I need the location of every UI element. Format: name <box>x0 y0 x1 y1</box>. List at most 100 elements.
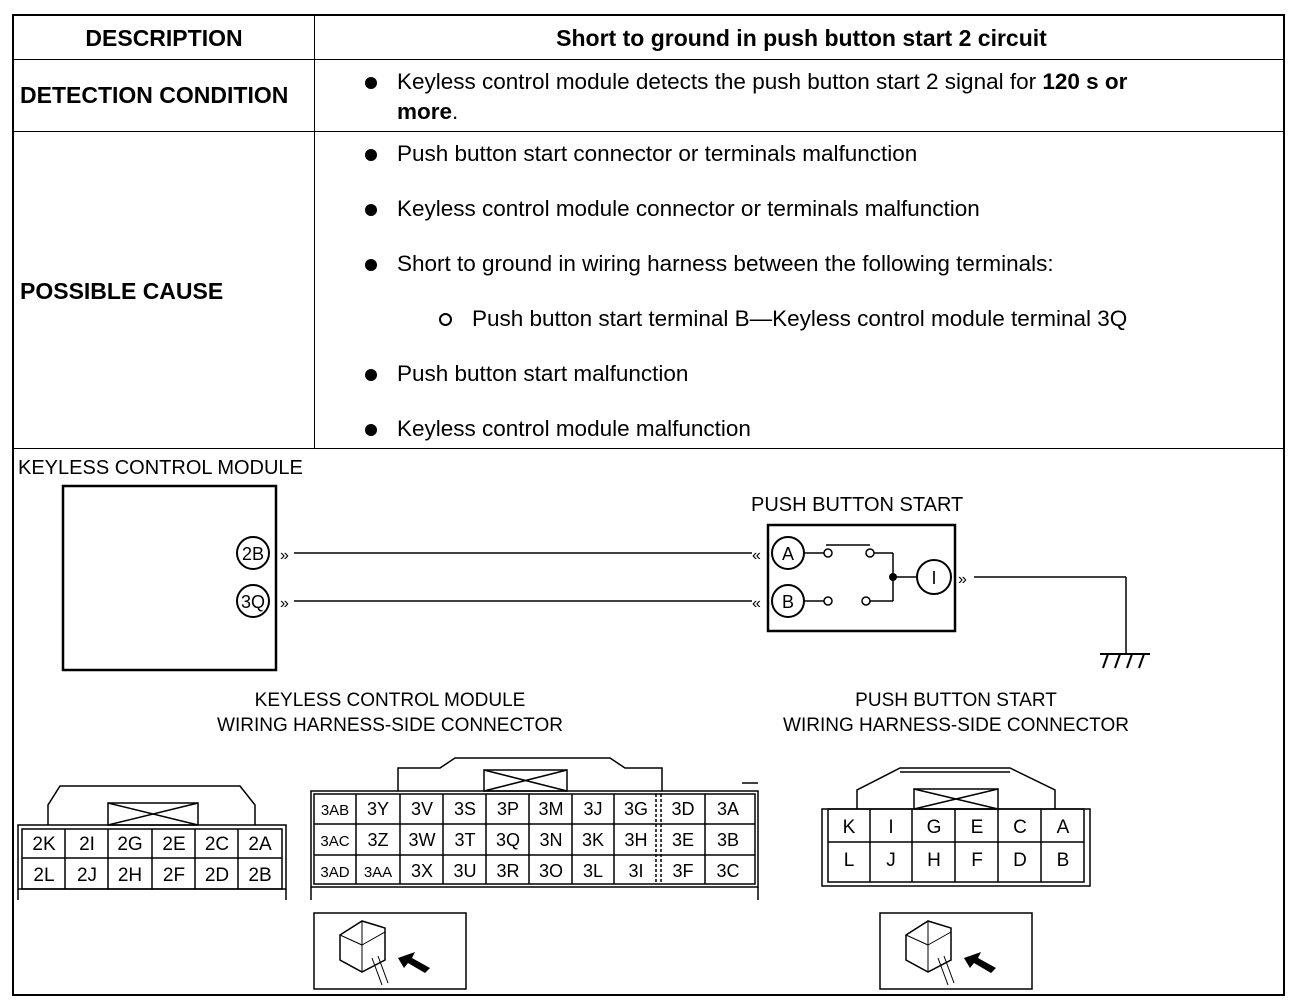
cause-item: Keyless control module connector or term… <box>397 196 980 221</box>
connector-pin-label: 2G <box>117 834 142 855</box>
detection-text: Keyless control module detects the push … <box>397 69 1043 94</box>
bullet-icon <box>365 204 377 216</box>
connector-pin-label: 3K <box>582 830 604 850</box>
connector-pin-label: G <box>927 817 942 838</box>
connector-pin-label: 2J <box>77 865 97 886</box>
connector-pin-label: 3C <box>716 861 739 881</box>
connector-pin-label: 2E <box>162 834 185 855</box>
pbs-title: PUSH BUTTON START <box>751 494 963 516</box>
kcm-connector-title: KEYLESS CONTROL MODULE <box>255 690 526 711</box>
bullet-icon <box>365 77 377 89</box>
cause-item: Push button start malfunction <box>397 361 689 386</box>
pbs-terminal-b-label: B <box>782 592 794 612</box>
kcm-connector-3-outline <box>310 757 759 900</box>
row-divider-1 <box>14 59 1285 60</box>
bullet-icon <box>365 149 377 161</box>
connector-pin-label: F <box>971 850 983 871</box>
connector-pin-label: 3I <box>628 861 643 881</box>
detection-condition-text: Keyless control module detects the push … <box>397 67 1257 127</box>
connector-chevron-icon: » <box>280 547 289 564</box>
connector-pin-label: A <box>1057 817 1070 838</box>
kcm-title: KEYLESS CONTROL MODULE <box>18 457 303 479</box>
connector-pin-label: 2H <box>118 865 142 886</box>
connector-pin-label: I <box>888 817 893 838</box>
connector-pin-label: 3E <box>672 830 694 850</box>
connector-chevron-icon: » <box>280 595 289 612</box>
dtc-sheet: DESCRIPTION Short to ground in push butt… <box>12 14 1285 996</box>
connector-pin-label: 2L <box>33 865 54 886</box>
connector-pin-label: 3AB <box>321 802 349 819</box>
cause-item: Short to ground in wiring harness betwee… <box>397 251 1054 276</box>
kcm-terminal-2b <box>236 536 270 570</box>
kcm-terminal-3q-label: 3Q <box>241 592 265 612</box>
kcm-connector-subtitle: WIRING HARNESS-SIDE CONNECTOR <box>217 715 563 736</box>
connector-pin-label: 3X <box>411 861 433 881</box>
kcm-box <box>61 484 278 672</box>
pbs-terminal-i-label: I <box>931 568 936 588</box>
connector-pin-label: 3H <box>624 830 647 850</box>
detection-period: . <box>452 99 459 124</box>
bullet-icon <box>365 369 377 381</box>
pbs-box <box>766 523 957 633</box>
kcm-connector-2-outline <box>17 785 287 900</box>
description-value: Short to ground in push button start 2 c… <box>556 24 1047 51</box>
connector-pin-label: 3G <box>624 799 648 819</box>
connector-pin-label: 3L <box>583 861 603 881</box>
ground-icon <box>1100 653 1150 669</box>
connector-pin-label: 3AD <box>320 864 349 881</box>
sub-bullet-icon <box>439 313 452 326</box>
connector-pin-label: 2C <box>205 834 229 855</box>
connector-chevron-icon: » <box>958 571 967 588</box>
connector-pin-label: 3P <box>497 799 519 819</box>
bullet-icon <box>365 424 377 436</box>
row-divider-2 <box>14 131 1285 132</box>
harness-connector-icon <box>313 912 467 990</box>
pbs-terminal-i <box>916 559 952 595</box>
connector-pin-label: 3W <box>409 830 436 850</box>
connector-pin-label: H <box>927 850 941 871</box>
connector-pin-label: J <box>886 850 896 871</box>
connector-pin-label: 2I <box>79 834 95 855</box>
connector-pin-label: 3N <box>539 830 562 850</box>
connector-pin-label: 3Z <box>367 830 388 850</box>
cause-item: Keyless control module malfunction <box>397 416 751 441</box>
pbs-connector-subtitle: WIRING HARNESS-SIDE CONNECTOR <box>783 715 1129 736</box>
connector-pin-label: B <box>1057 850 1070 871</box>
connector-pin-label: 2A <box>248 834 272 855</box>
connector-pin-label: 3U <box>453 861 476 881</box>
connector-pin-label: 3B <box>717 830 739 850</box>
row-divider-3 <box>14 448 1285 449</box>
connector-chevron-icon: « <box>752 595 761 612</box>
harness-connector-icon <box>879 912 1033 990</box>
possible-cause-label: POSSIBLE CAUSE <box>20 278 224 304</box>
connector-pin-label: 3R <box>496 861 519 881</box>
cause-sub-item: Push button start terminal B—Keyless con… <box>472 306 1128 331</box>
kcm-terminal-3q <box>236 584 270 618</box>
connector-pin-label: 3Y <box>367 799 389 819</box>
kcm-terminal-2b-label: 2B <box>242 544 264 564</box>
detection-condition-label: DETECTION CONDITION <box>20 82 289 108</box>
connector-pin-label: 3AC <box>320 833 349 850</box>
pbs-terminal-a-label: A <box>782 544 794 564</box>
connector-pin-label: 2F <box>163 865 185 886</box>
connector-pin-label: 2B <box>248 865 271 886</box>
connector-pin-label: 3M <box>538 799 563 819</box>
connector-pin-label: K <box>843 817 856 838</box>
bullet-icon <box>365 259 377 271</box>
pbs-connector-outline <box>821 767 1091 887</box>
cause-item: Push button start connector or terminals… <box>397 141 918 166</box>
connector-pin-label: 3D <box>671 799 694 819</box>
connector-pin-label: 3A <box>717 799 739 819</box>
detection-threshold: 120 s or <box>1042 69 1128 94</box>
connector-pin-label: 3O <box>539 861 563 881</box>
connector-pin-label: C <box>1013 817 1027 838</box>
pbs-connector-title: PUSH BUTTON START <box>855 690 1057 711</box>
connector-pin-label: D <box>1013 850 1027 871</box>
connector-pin-label: 3S <box>454 799 476 819</box>
connector-pin-label: 2D <box>205 865 229 886</box>
description-label: DESCRIPTION <box>85 24 243 51</box>
